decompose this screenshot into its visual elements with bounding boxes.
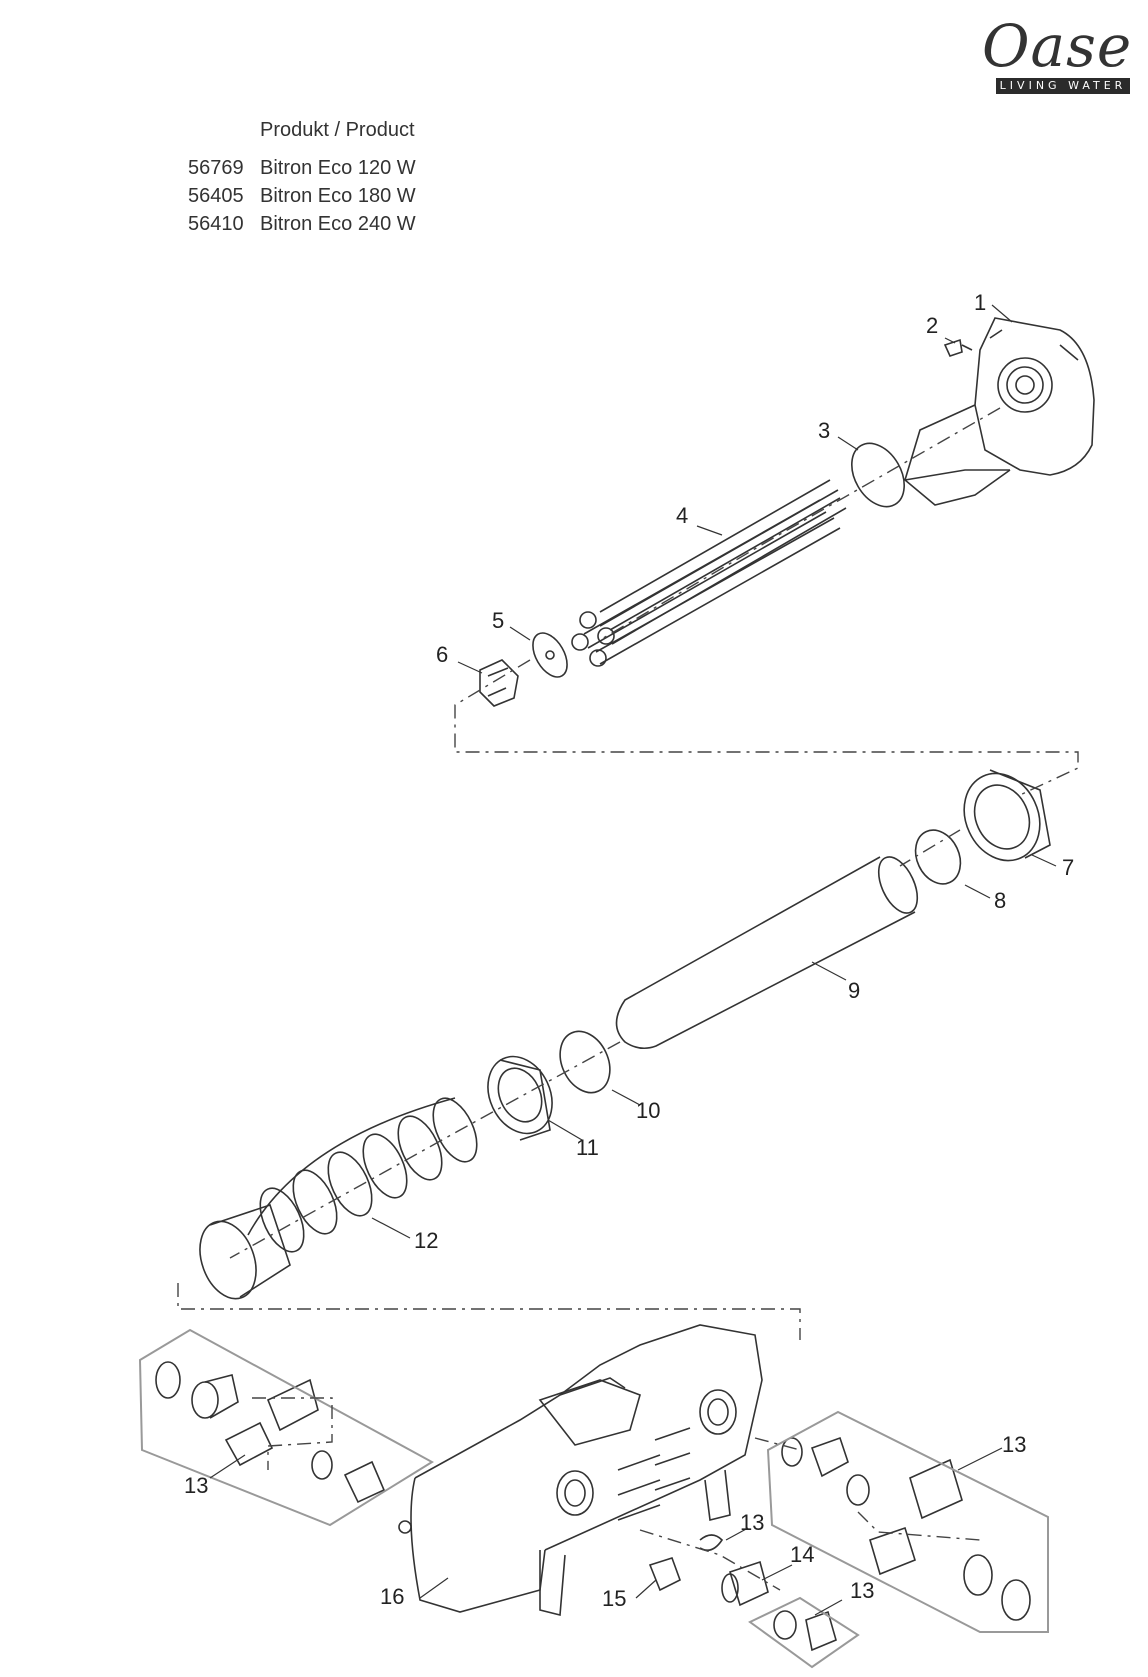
label-part-8: 8	[994, 888, 1006, 913]
part-1-housing-head	[904, 317, 1095, 506]
part-14-adapter	[721, 1560, 769, 1607]
label-part-15: 15	[602, 1586, 626, 1611]
label-part-13-right: 13	[1002, 1432, 1026, 1457]
product-name: Bitron Eco 180 W	[260, 185, 416, 207]
part-3-o-ring	[851, 442, 905, 508]
label-part-9: 9	[848, 978, 860, 1003]
part-13-bottom-kit	[773, 1610, 837, 1652]
right-kit-frame	[766, 1410, 1049, 1633]
part-16-main-housing	[398, 1324, 763, 1617]
label-part-11: 11	[576, 1135, 599, 1160]
part-9-quartz-tube	[615, 856, 919, 1050]
part-10-o-ring	[559, 1030, 611, 1094]
label-part-5: 5	[492, 608, 504, 633]
axis-line-head	[599, 407, 1001, 641]
product-number: 56769	[188, 157, 244, 179]
label-part-12: 12	[414, 1228, 438, 1253]
label-part-4: 4	[676, 503, 688, 528]
part-13-left-connection-kit	[155, 1361, 386, 1504]
product-header: Produkt / Product	[260, 119, 415, 141]
part-8-o-ring	[914, 829, 962, 885]
part-13-small-ring	[699, 1534, 724, 1551]
oase-logo: Oase LIVING WATER	[982, 12, 1142, 96]
product-row: 56769 Bitron Eco 120 W	[188, 157, 416, 180]
label-part-13-bottom: 13	[850, 1578, 874, 1603]
part-12-cleaning-spiral	[199, 1097, 478, 1300]
axis-line-lamp	[454, 659, 1079, 796]
part-6-socket	[479, 659, 519, 707]
logo-wordmark: Oase	[982, 12, 1133, 80]
part-5-lamp-holder	[532, 632, 568, 678]
label-part-10: 10	[636, 1098, 660, 1123]
axis-line-lower	[639, 1437, 801, 1591]
part-13-right-connection-kit	[781, 1436, 1031, 1621]
product-row: 56410 Bitron Eco 240 W	[188, 213, 416, 236]
label-part-6: 6	[436, 642, 448, 667]
label-part-7: 7	[1062, 855, 1074, 880]
bottom-kit-frame	[748, 1596, 860, 1669]
product-number: 56405	[188, 185, 244, 207]
part-11-nut	[487, 1055, 553, 1141]
label-part-3: 3	[818, 418, 830, 443]
part-4-uv-lamps	[571, 479, 847, 667]
axis-line-left-kit	[252, 1397, 333, 1470]
product-row: 56405 Bitron Eco 180 W	[188, 185, 416, 208]
label-part-13-left: 13	[184, 1473, 208, 1498]
label-part-2: 2	[926, 313, 938, 338]
part-2-clip	[943, 338, 973, 357]
logo-tagline: LIVING WATER	[996, 78, 1130, 94]
product-name: Bitron Eco 120 W	[260, 157, 416, 179]
label-part-16: 16	[380, 1584, 404, 1609]
part-15-plug	[648, 1557, 681, 1592]
product-number: 56410	[188, 213, 244, 235]
label-part-1: 1	[974, 290, 986, 315]
label-part-13-middle: 13	[740, 1510, 764, 1535]
left-kit-frame	[138, 1328, 434, 1527]
axis-line-tube	[177, 829, 961, 1340]
label-part-14: 14	[790, 1542, 814, 1567]
product-name: Bitron Eco 240 W	[260, 213, 416, 235]
part-7-union-nut	[963, 769, 1051, 862]
axis-line-right-kit	[857, 1511, 981, 1541]
